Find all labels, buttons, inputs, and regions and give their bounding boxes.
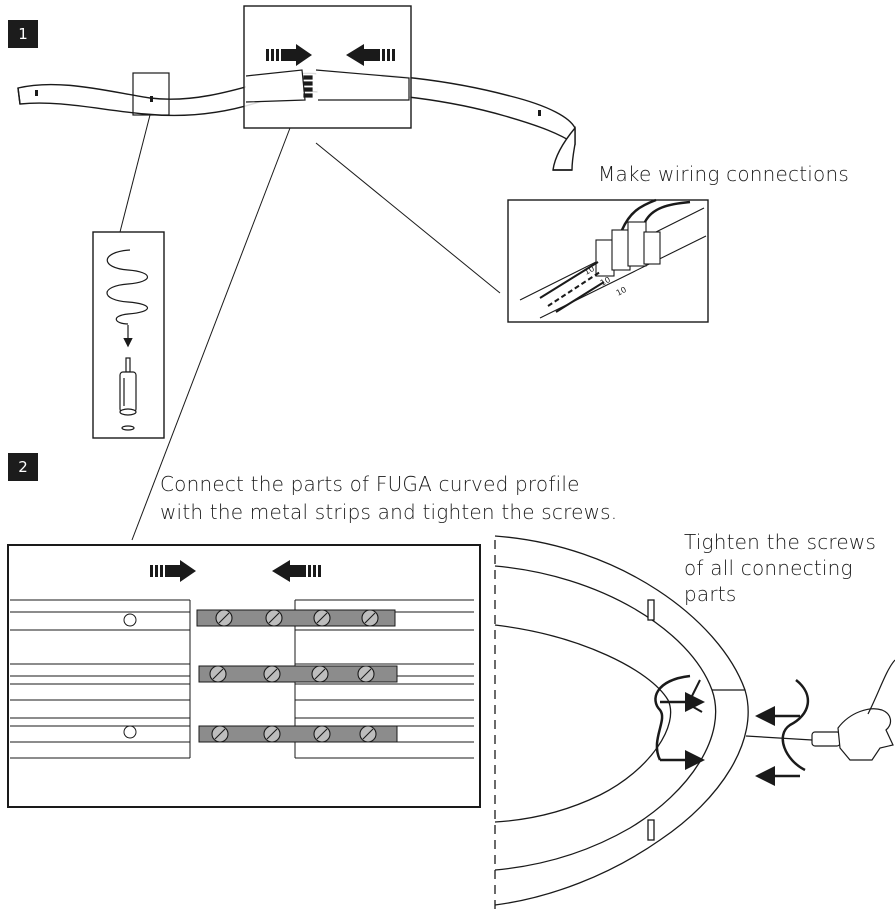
terminal-block-icon [519,198,707,319]
screw-icon [209,609,379,743]
push-arrow-right-icon [266,44,312,66]
terminal-label-3: 10 [615,285,628,298]
wire-spring-icon [106,249,149,348]
push-arrow-left-icon [346,44,395,66]
terminal-label-2: 10 [599,275,612,288]
screwdriver-hand-icon [745,659,895,761]
wiring-caption: Make wiring connections [598,162,849,186]
detail-marker-box [132,72,170,116]
push-arrow-right-icon-step2 [150,560,196,582]
connect-caption-line-1: Connect the parts of FUGA curved profile [160,472,580,496]
push-arrow-left-icon-step2 [272,560,321,582]
profile-left-section [10,599,191,759]
step-2-badge: 2 [8,453,38,481]
joint-detail-box [243,5,412,129]
metal-strip-1 [196,609,396,627]
connector-plug-icon [119,357,137,431]
leader-lines [119,114,501,541]
tighten-caption-line-1: Tighten the screws [684,530,877,554]
tightening-arrows [654,674,810,786]
tighten-caption-line-3: parts [684,582,737,606]
connect-caption-line-2: with the metal strips and tighten the sc… [160,500,618,524]
terminal-label-1: 10 [583,264,596,277]
metal-strip-2 [198,665,398,683]
joint-detail [245,69,410,103]
metal-strip-3 [198,725,398,743]
curved-ring-step2 [494,535,749,910]
tighten-caption-line-2: of all connecting [684,556,853,580]
step-1-badge: 1 [8,20,38,48]
